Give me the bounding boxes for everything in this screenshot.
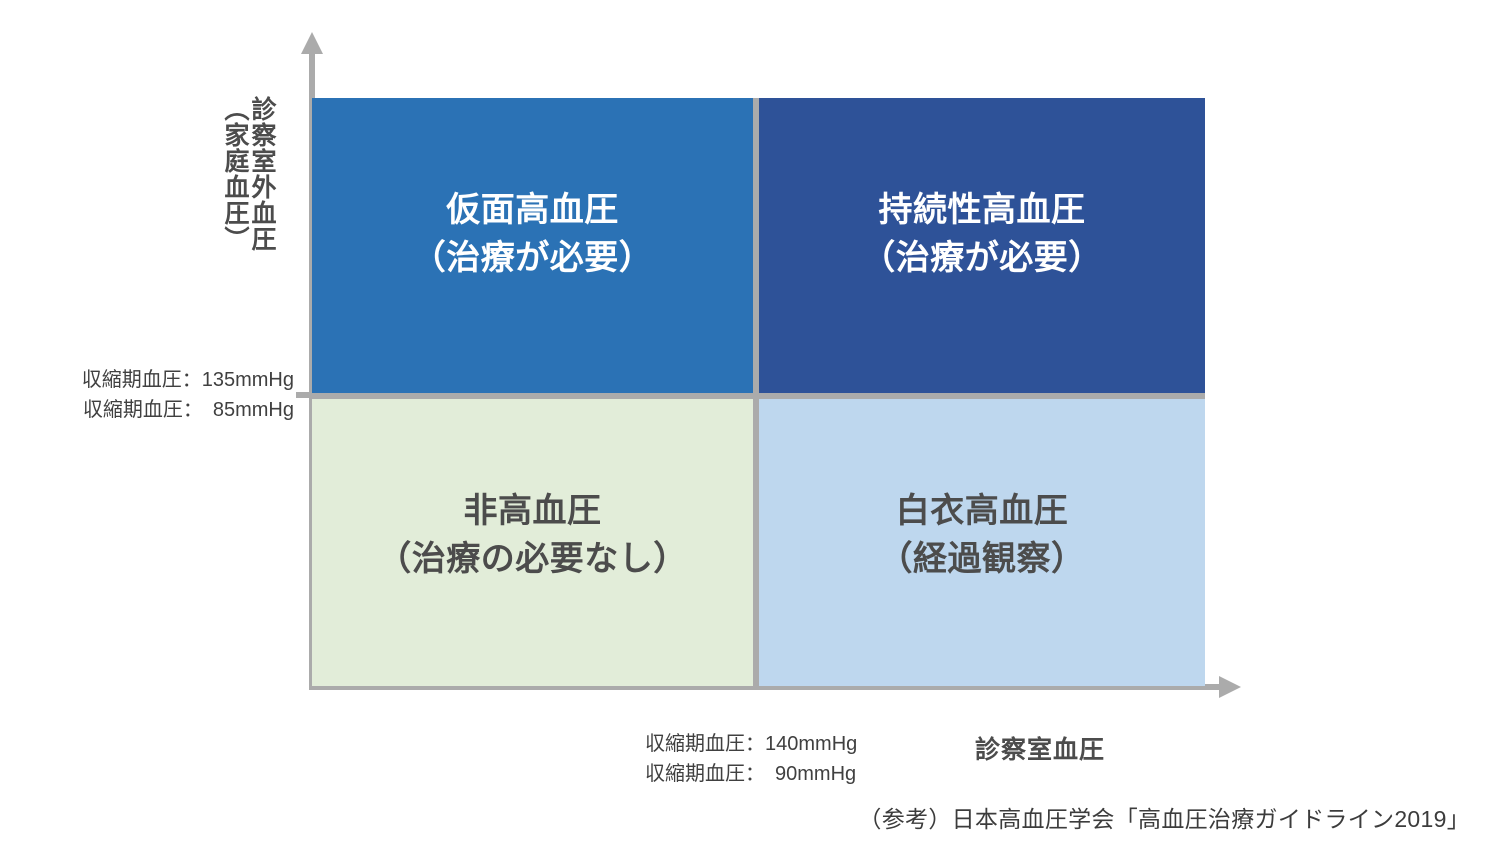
quadrant-title: 白衣高血圧 [895, 492, 1069, 530]
y-threshold-diastolic: 収縮期血圧： 85mmHg [82, 398, 294, 421]
quadrant-normotension[interactable]: 非高血圧 （治療の必要なし） [312, 399, 753, 686]
x-threshold-diastolic: 収縮期血圧： 90mmHg [645, 762, 857, 785]
quadrant-subtitle: （治療が必要） [861, 239, 1103, 278]
quadrant-title: 非高血圧 [463, 492, 602, 530]
quadrant-title: 仮面高血圧 [446, 191, 619, 229]
y-axis-arrow-icon [301, 32, 323, 54]
x-axis-line [309, 684, 1227, 690]
y-axis-title-sub: （家庭血圧） [221, 96, 249, 252]
quadrant-subtitle: （経過観察） [878, 540, 1086, 579]
y-axis-title-main: 診察室外血圧 [248, 96, 276, 252]
quadrant-masked-hypertension[interactable]: 仮面高血圧 （治療が必要） [312, 98, 753, 393]
quadrant-white-coat-hypertension[interactable]: 白衣高血圧 （経過観察） [759, 399, 1205, 686]
y-axis-title: 診察室外血圧 （家庭血圧） [221, 96, 276, 252]
quadrant-divider-horizontal [312, 393, 1205, 399]
quadrant-subtitle: （治療が必要） [411, 239, 654, 278]
y-axis-threshold-tick [296, 392, 316, 398]
source-note: （参考）日本高血圧学会「高血圧治療ガイドライン2019」 [858, 806, 1470, 832]
quadrant-grid: 仮面高血圧 （治療が必要） 持続性高血圧 （治療が必要） 非高血圧 （治療の必要… [312, 98, 1205, 686]
quadrant-title: 持続性高血圧 [878, 191, 1086, 229]
x-axis-threshold-labels: 収縮期血圧：140mmHg 収縮期血圧： 90mmHg [645, 730, 885, 789]
x-axis-arrow-icon [1219, 676, 1241, 698]
quadrant-divider-vertical [753, 98, 759, 686]
y-axis-threshold-labels: 収縮期血圧：135mmHg 収縮期血圧： 85mmHg [70, 366, 294, 425]
x-threshold-systolic: 収縮期血圧：140mmHg [645, 733, 858, 755]
quadrant-sustained-hypertension[interactable]: 持続性高血圧 （治療が必要） [759, 98, 1205, 393]
quadrant-subtitle: （治療の必要なし） [377, 540, 688, 579]
x-axis-title: 診察室血圧 [975, 736, 1106, 764]
y-threshold-systolic: 収縮期血圧：135mmHg [81, 369, 294, 391]
